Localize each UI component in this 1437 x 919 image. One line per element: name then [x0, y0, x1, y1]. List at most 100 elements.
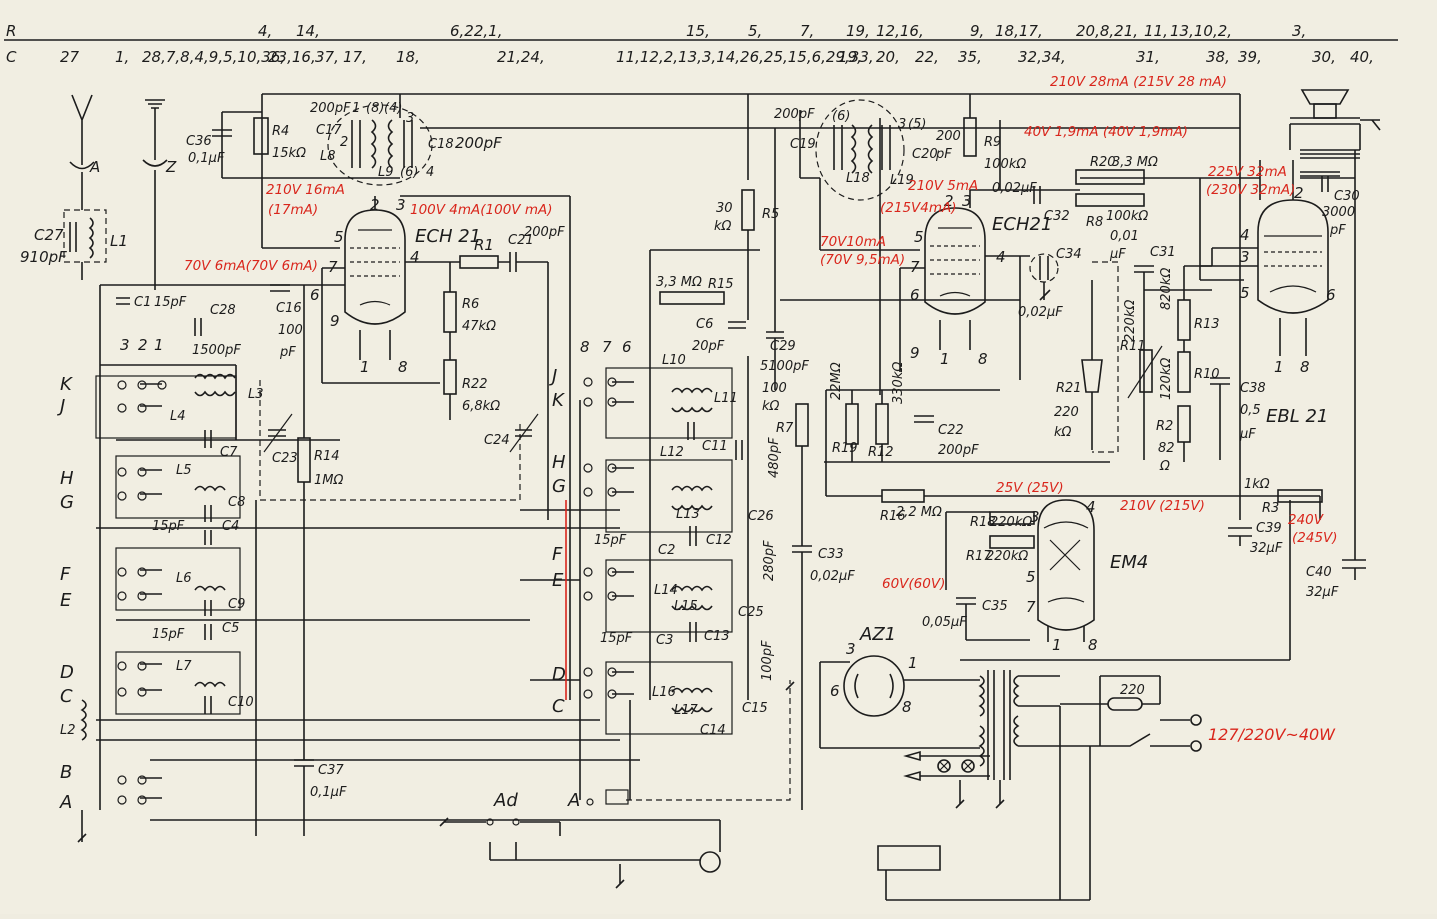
c30-label: C30 [1334, 189, 1360, 204]
c27-label: C27 [34, 226, 64, 244]
cap-label: C14 [700, 723, 726, 738]
red-voltage-annotations: 210V 28mA (215V 28 mA) 40V 1,9mA (40V 1,… [184, 74, 1338, 700]
c19-label: C19 [790, 137, 816, 152]
if1-pin: 3 [406, 111, 414, 126]
if-transformer-2: 200pF C19 (6) 3 (5) C20 200 pF L18 L19 [774, 99, 961, 201]
tube5-pin: 1 [908, 654, 918, 672]
cap-label: C15 [742, 701, 768, 716]
r9-label: R9 [984, 135, 1001, 150]
c-index: 37, [315, 48, 339, 66]
tube2-pin: 7 [910, 258, 920, 276]
c-index: 22, [915, 48, 939, 66]
r-index: 18,17, [995, 22, 1043, 40]
c32-label: C32 [1044, 209, 1070, 224]
c22-label: C22 [938, 423, 964, 438]
r3-label: R3 [1262, 501, 1279, 516]
tube1-pin: 3 [396, 196, 406, 214]
tube-ebl21-output: EBL 21 2 4 3 5 6 1 8 C30 3000 pF [1199, 160, 1360, 427]
c20-value: 200 [936, 129, 961, 144]
cap-value: 480pF [767, 437, 782, 478]
coil-label: L6 [176, 571, 192, 586]
r12-value: 330kΩ [891, 362, 906, 404]
c17-label: C17 [316, 123, 342, 138]
tube2-pin: 5 [914, 228, 924, 246]
switch-num: 1 [154, 336, 164, 354]
tube4-pin: 8 [1088, 636, 1098, 654]
cap-label: C3 [656, 633, 673, 648]
r-index: 20,8,21, [1076, 22, 1138, 40]
c-index: 21,24, [497, 48, 545, 66]
r5-resistor: 30 kΩ R5 [714, 189, 779, 234]
coil-label: L13 [676, 507, 700, 522]
r5-value: 30 [716, 201, 733, 216]
r15-label: R15 [708, 277, 734, 292]
antenna-z-label: Z [165, 158, 177, 176]
c-index: 39, [1238, 48, 1262, 66]
detector-network: R9 100kΩ R20 3,3 MΩ 0,02µF C32 R8 100kΩ … [963, 117, 1158, 320]
speaker-output-transformer [1289, 89, 1381, 159]
r4-value: 15kΩ [272, 146, 306, 161]
tube-ech21-if: ECH21 2 3 5 7 4 6 9 1 8 [780, 190, 1052, 380]
cap-label: C13 [704, 629, 730, 644]
c31-label: C31 [1150, 245, 1176, 260]
band-label: F [60, 564, 71, 585]
r5-unit: kΩ [714, 219, 732, 234]
tube4-pin: 3 [1030, 508, 1040, 526]
c29-label: C29 [770, 339, 796, 354]
r22-label: R22 [462, 377, 488, 392]
tube3-pin: 2 [1294, 184, 1304, 202]
c40-value: 32µF [1306, 585, 1339, 600]
coil-label: L4 [170, 409, 186, 424]
c34-value: 0,02µF [1018, 305, 1063, 320]
cap-label: C5 [222, 621, 239, 636]
voltage-annotation: 70V10mA [820, 234, 886, 250]
r21-label: R21 [1056, 381, 1082, 396]
if2-pin: (5) [908, 117, 926, 132]
antenna-a-label: A [89, 158, 100, 176]
r17-value: 220kΩ [986, 549, 1028, 564]
r17-label: R17 [966, 549, 992, 564]
c35-value: 0,05µF [922, 615, 967, 630]
c-index: 27 [60, 48, 80, 66]
c21-label: C21 [508, 233, 534, 248]
switch-num: 8 [580, 338, 590, 356]
coil-label: L5 [176, 463, 192, 478]
r1-label: R1 [474, 236, 494, 254]
c33-label: C33 [818, 547, 844, 562]
r4-resistor: R4 15kΩ [253, 117, 306, 161]
voltage-annotation: 100V 4mA(100V mA) [410, 202, 552, 218]
tube5-pin: 3 [846, 640, 856, 658]
r10-label: R10 [1194, 367, 1220, 382]
c17-value: 200pF [310, 101, 351, 116]
c-index: 30, [1312, 48, 1336, 66]
tube2-pin: 4 [996, 248, 1006, 266]
c28-label: C28 [210, 303, 236, 318]
tuning-indicator-network: R16 2,2 MΩ 1kΩ R3 R18 220kΩ R17 220kΩ 0,… [826, 477, 1323, 641]
r21-value: 220 [1054, 405, 1079, 420]
tube1-pin: 8 [398, 358, 408, 376]
tube4-pin: 7 [1026, 598, 1036, 616]
c22-value: 200pF [938, 443, 979, 458]
agc-network: 22MΩ R19 R12 330kΩ C22 200pF [824, 362, 1110, 463]
coil-label: L3 [248, 387, 264, 402]
r19-label: R19 [832, 441, 858, 456]
r4-label: R4 [272, 124, 289, 139]
voltage-annotation: 210V 16mA [266, 182, 345, 198]
coil-label: L10 [662, 353, 686, 368]
r-index: 15, [686, 22, 710, 40]
tube-ech21-mixer: ECH 21 2 3 5 7 4 6 9 1 8 [310, 196, 481, 384]
band-label: H [60, 468, 74, 489]
supply-rails [221, 93, 1356, 700]
coil-label: L12 [660, 445, 684, 460]
band-label: E [60, 590, 72, 611]
c31-unit: µF [1109, 247, 1126, 262]
tube3-pin: 3 [1240, 248, 1250, 266]
r21-unit: kΩ [1054, 425, 1072, 440]
c29-value: 5100pF [760, 359, 809, 374]
row-c-label: C [6, 48, 17, 66]
component-index-header: R C 4, 14, 6,22,1, 15, 5, 7, 19, 12,16, … [4, 22, 1398, 66]
band-label: B [60, 762, 72, 783]
r8-value: 100kΩ [1106, 209, 1148, 224]
cap-label: C7 [220, 445, 238, 460]
